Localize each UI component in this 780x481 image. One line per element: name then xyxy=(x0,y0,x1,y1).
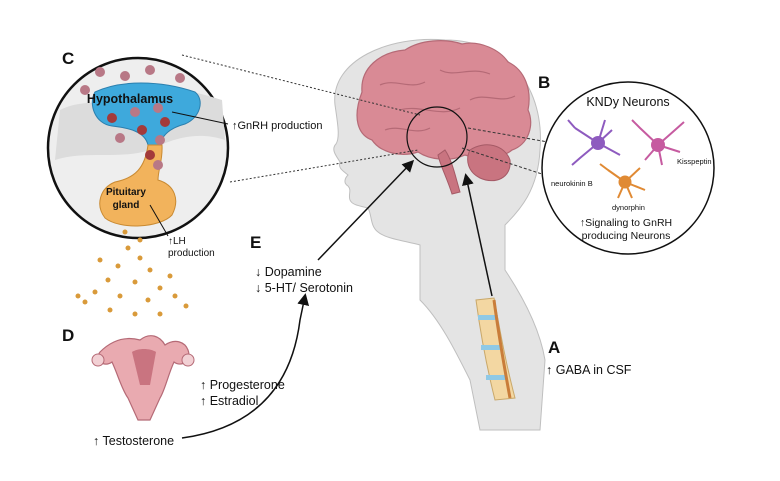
lh-particle xyxy=(183,303,189,309)
gnrh-molecule xyxy=(175,73,185,83)
neuron-orange xyxy=(599,163,646,199)
neuron-pink xyxy=(631,119,685,166)
spine-illustration xyxy=(475,297,516,401)
neuron-purple xyxy=(567,119,621,166)
spinal-disc xyxy=(481,345,501,350)
gnrh-molecule xyxy=(120,71,130,81)
panel-letter-b: B xyxy=(538,73,550,92)
gnrh-molecule xyxy=(160,117,170,127)
kndy-zoom-line-top xyxy=(467,127,549,143)
testosterone-label: ↑ Testosterone xyxy=(93,434,174,448)
lh-particle xyxy=(92,289,98,295)
gnrh-molecule xyxy=(145,150,155,160)
panel-b-group: KNDy Neurons Kisspeptin neurokinin B dyn… xyxy=(461,81,715,255)
panel-letter-a: A xyxy=(548,338,560,357)
lh-particle xyxy=(117,293,123,299)
ovary-left xyxy=(91,353,105,367)
lh-particle xyxy=(157,285,163,291)
dynorphin-label: dynorphin xyxy=(612,203,645,212)
lh-particle xyxy=(105,277,111,283)
ovary-right xyxy=(181,353,195,367)
gnrh-molecules xyxy=(80,65,185,170)
lh-particle xyxy=(122,229,128,235)
gaba-label: ↑ GABA in CSF xyxy=(546,363,632,377)
panel-letter-c: C xyxy=(62,49,74,68)
lh-particle xyxy=(82,299,88,305)
lh-particle xyxy=(137,237,143,243)
signaling-label-line2: producing Neurons xyxy=(582,230,671,242)
brain-folds xyxy=(379,69,516,132)
arrow-testosterone-to-e xyxy=(181,293,310,439)
lh-particle xyxy=(132,311,138,317)
gnrh-molecule xyxy=(95,67,105,77)
gnrh-molecule xyxy=(145,65,155,75)
panel-b-circle xyxy=(541,81,715,255)
lh-particle xyxy=(115,263,121,269)
kndy-zoom-line-bottom xyxy=(461,147,546,176)
lh-particle xyxy=(147,267,153,273)
gnrh-molecule xyxy=(115,133,125,143)
gnrh-molecule xyxy=(153,103,163,113)
panel-c-group: Hypothalamus Pituitary gland xyxy=(46,54,421,240)
gnrh-molecule xyxy=(130,107,140,117)
panel-letter-d: D xyxy=(62,326,74,345)
lh-particle xyxy=(125,245,131,251)
neurokinin-label: neurokinin B xyxy=(551,179,593,188)
gnrh-molecule xyxy=(107,113,117,123)
spinal-disc xyxy=(486,375,506,380)
brain-illustration xyxy=(356,40,532,195)
kndy-title: KNDy Neurons xyxy=(586,95,669,109)
lh-label-line2: production xyxy=(168,248,215,259)
uterus-illustration xyxy=(91,335,195,421)
zoom-line-top xyxy=(181,54,421,116)
lh-particle xyxy=(137,255,143,261)
lh-particle xyxy=(97,257,103,263)
estradiol-label: ↑ Estradiol xyxy=(200,394,258,408)
lh-particle xyxy=(167,273,173,279)
brainstem xyxy=(437,149,461,195)
signaling-label-line1: ↑Signaling to GnRH xyxy=(580,217,672,229)
lh-pointer-line xyxy=(149,204,169,237)
gnrh-molecule xyxy=(155,135,165,145)
panel-letter-e: E xyxy=(250,233,261,252)
lh-particle xyxy=(145,297,151,303)
progesterone-label: ↑ Progesterone xyxy=(200,378,285,392)
brain-focus-circle xyxy=(406,106,468,168)
gnrh-molecule xyxy=(80,85,90,95)
brain-cerebrum xyxy=(356,40,532,160)
gnrh-pointer-line xyxy=(171,111,229,125)
lh-particle xyxy=(75,293,81,299)
gnrh-molecule xyxy=(137,125,147,135)
lh-label-line1: ↑LH xyxy=(168,236,186,247)
lh-particle xyxy=(132,279,138,285)
kisspeptin-label: Kisspeptin xyxy=(677,157,712,166)
pituitary-label-line2: gland xyxy=(113,200,140,211)
lh-particle xyxy=(172,293,178,299)
lh-particle xyxy=(107,307,113,313)
gnrh-molecule xyxy=(153,160,163,170)
spinal-cord xyxy=(492,299,512,399)
serotonin-label: ↓ 5-HT/ Serotonin xyxy=(255,281,353,295)
arrow-gaba-to-brain xyxy=(462,173,493,297)
lh-particle xyxy=(157,311,163,317)
hypothalamus-shape xyxy=(91,82,201,146)
arrow-dopamine-to-brain xyxy=(317,159,415,261)
gnrh-label: ↑GnRH production xyxy=(232,120,323,132)
lh-particles xyxy=(75,229,189,317)
hypothalamus-label: Hypothalamus xyxy=(87,92,173,106)
spinal-disc xyxy=(478,315,498,320)
dopamine-label: ↓ Dopamine xyxy=(255,265,322,279)
uterus-cavity xyxy=(132,349,156,385)
pituitary-label-line1: Pituitary xyxy=(106,187,146,198)
